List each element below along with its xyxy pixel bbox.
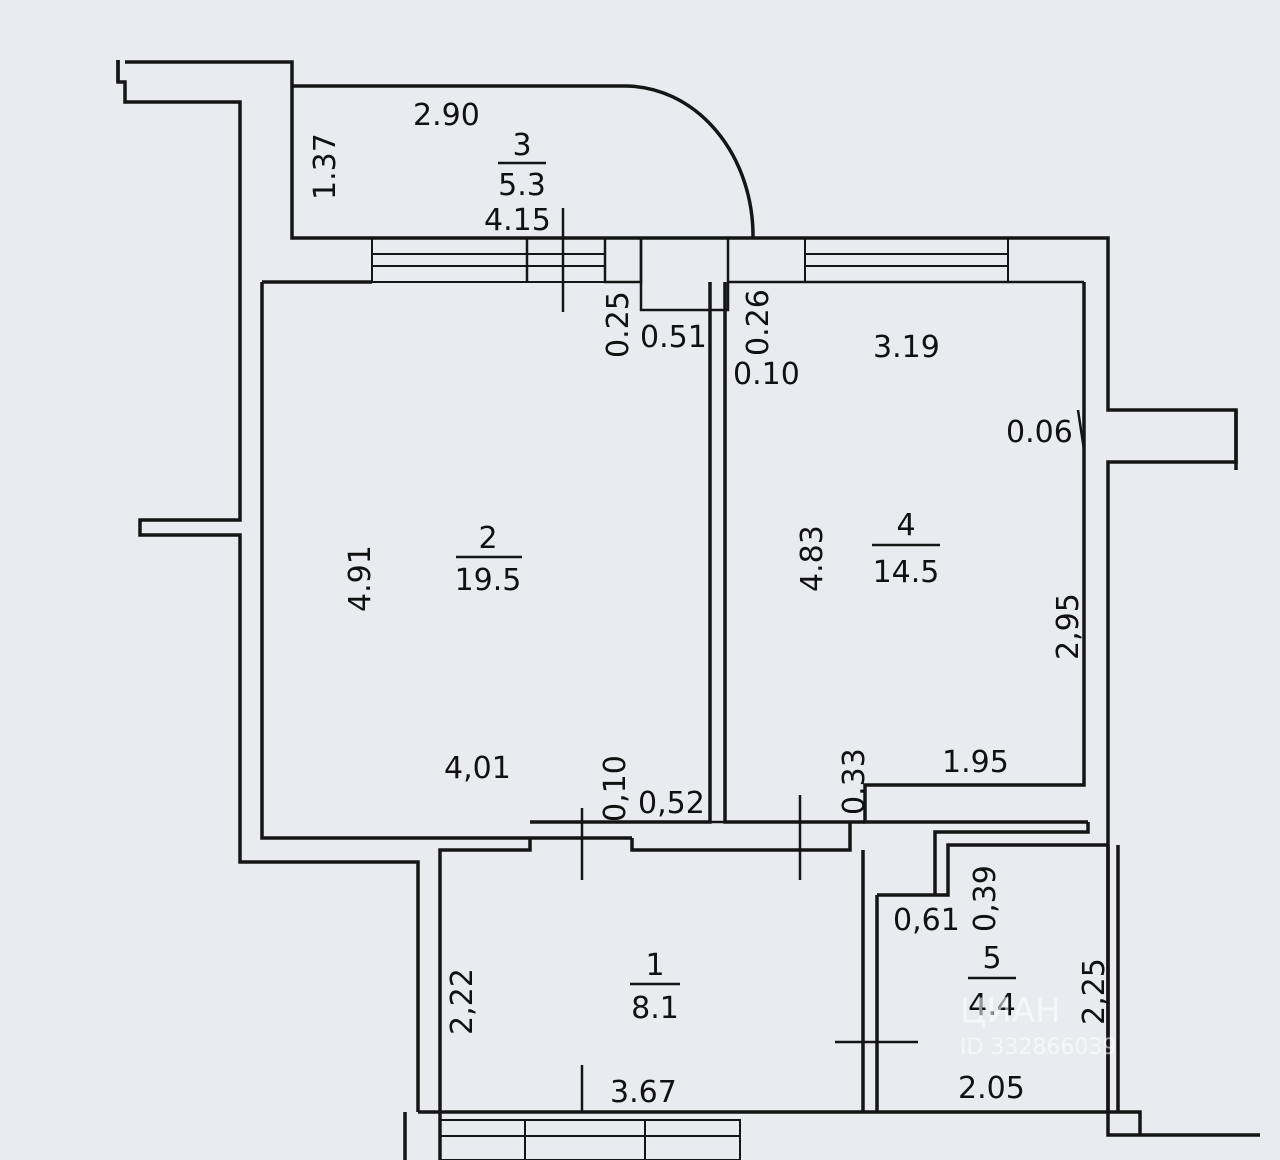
balcony-door-pier	[603, 236, 1084, 312]
dim-r4-pier: 0.26	[741, 289, 776, 356]
svg-text:5.3: 5.3	[498, 168, 546, 203]
dim-r2-width: 4,01	[444, 751, 511, 786]
svg-text:2: 2	[478, 521, 497, 556]
dim-r5-jog: 0,61	[893, 903, 960, 938]
window-top-right	[804, 237, 1009, 283]
dim-r1-width: 3.67	[610, 1075, 677, 1110]
room-label-3: 3 5.3	[498, 128, 546, 203]
balcony-arc	[292, 84, 755, 239]
dim-r5-width: 2.05	[958, 1071, 1025, 1106]
svg-text:8.1: 8.1	[631, 991, 679, 1026]
dim-r5-depth: 2,25	[1077, 958, 1112, 1025]
dim-door-width: 0.51	[640, 320, 707, 355]
room1-walls	[438, 822, 1120, 1112]
dim-r4-width: 3.19	[873, 330, 940, 365]
room-label-5: 5 4.4	[968, 941, 1016, 1023]
dim-r1-depth: 2,22	[445, 968, 480, 1035]
partition-2-4	[530, 282, 865, 824]
dim-r4-length: 4.83	[795, 525, 830, 592]
dim-balcony-depth: 1.37	[308, 133, 343, 200]
window-top-left	[371, 237, 606, 283]
dim-r4-offset: 0.10	[733, 357, 800, 392]
room-label-1: 1 8.1	[630, 948, 680, 1026]
dim-r2-bottom-jog: 0,52	[638, 786, 705, 821]
dim-balcony-width: 2.90	[413, 98, 480, 133]
dim-balcony-wall: 4.15	[484, 203, 551, 238]
svg-text:1: 1	[645, 948, 664, 983]
svg-text:3: 3	[512, 128, 531, 163]
dim-r4-side: 2,95	[1051, 593, 1086, 660]
svg-text:4.4: 4.4	[968, 988, 1016, 1023]
dimension-ticks	[525, 208, 1086, 1112]
dim-r2-length: 4.91	[343, 545, 378, 612]
svg-text:19.5: 19.5	[455, 563, 522, 598]
svg-text:14.5: 14.5	[873, 555, 940, 590]
watermark-brand: ЦИАН	[960, 991, 1061, 1031]
dim-r2-pier: 0.25	[601, 291, 636, 358]
watermark: ЦИАН ID 332866039	[960, 991, 1116, 1060]
svg-text:4: 4	[896, 508, 915, 543]
svg-text:5: 5	[982, 941, 1001, 976]
watermark-id: ID 332866039	[960, 1035, 1116, 1060]
room-label-2: 2 19.5	[455, 521, 522, 598]
dim-r5-offset: 0,39	[968, 865, 1003, 932]
dim-r2-bottom-offset: 0,10	[598, 755, 633, 822]
dim-r4-niche: 0.33	[837, 748, 872, 815]
dim-r4-bottom: 1.95	[942, 745, 1009, 780]
room-label-4: 4 14.5	[872, 508, 940, 590]
window-bottom	[439, 1119, 741, 1160]
dim-r4-jog: 0.06	[1006, 415, 1073, 450]
